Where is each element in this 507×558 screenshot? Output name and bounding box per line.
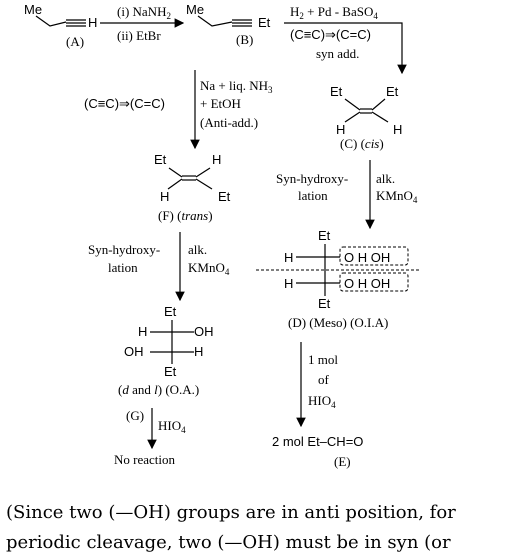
d-oh1-label: O H OH <box>344 250 390 265</box>
step1-reagent2: (ii) EtBr <box>117 28 161 43</box>
step5-arrow-group: Syn-hydroxy- lation alk. KMnO4 <box>88 232 230 302</box>
compound-b-label: (B) <box>236 32 253 47</box>
c-et2-label: Et <box>386 84 399 99</box>
compound-c-label: (C) (cis) <box>340 136 384 151</box>
step2-conversion: (C≡C)⇒(C=C) <box>290 27 371 42</box>
compound-a-label: (A) <box>66 34 84 49</box>
compound-e: 2 mol Et–CH=O (E) <box>272 434 363 469</box>
step4-right2: KMnO4 <box>376 188 418 205</box>
step3-reagent: Na + liq. NH3 <box>200 78 273 95</box>
step7-line2: of <box>318 372 330 387</box>
start-me-label: Me <box>24 2 42 17</box>
compound-f-label: (F) (trans) <box>158 208 213 223</box>
g-oh2-label: OH <box>124 344 144 359</box>
reaction-scheme: Me H (i) NaNH2 (ii) EtBr (A) Me Et (B) H… <box>24 2 420 469</box>
step7-arrow-group: 1 mol of HIO4 <box>296 342 338 428</box>
g-tag-label: (G) <box>126 408 144 423</box>
step4-left1: Syn-hydroxy- <box>276 171 348 186</box>
c-et1-label: Et <box>330 84 343 99</box>
step5-left1: Syn-hydroxy- <box>88 242 160 257</box>
step3-arrow-group: Na + liq. NH3 (C≡C)⇒(C=C) + EtOH (Anti-a… <box>84 70 273 150</box>
compound-d-label: (D) (Meso) (O.I.A) <box>288 315 388 330</box>
explanation-line-1: (Since two (—OH) groups are in anti posi… <box>6 502 456 523</box>
explanation-text: (Since two (—OH) groups are in anti posi… <box>6 498 506 558</box>
step2-mode: syn add. <box>316 46 359 61</box>
b-et-label: Et <box>258 15 271 30</box>
step2-arrow-group: H2 + Pd - BaSO4 (C≡C)⇒(C=C) syn add. <box>284 4 407 75</box>
compound-g-label: (d and l) (O.A.) <box>118 382 199 397</box>
g-et-bot: Et <box>164 364 177 379</box>
step7-line3: HIO4 <box>308 393 336 410</box>
explanation-line-2: periodic cleavage, two (—OH) must be in … <box>6 532 451 553</box>
step5-left2: lation <box>108 260 138 275</box>
c-h1-label: H <box>336 122 345 137</box>
f-h2-label: H <box>160 189 169 204</box>
step3-reagent2: + EtOH <box>200 96 241 111</box>
c-h2-label: H <box>393 122 402 137</box>
start-h-label: H <box>88 15 97 30</box>
f-h1-label: H <box>212 152 221 167</box>
step6-arrow-group: (G) HIO4 No reaction <box>114 408 186 467</box>
compound-c: Et Et H H (C) (cis) <box>330 84 402 151</box>
f-et2-label: Et <box>218 189 231 204</box>
d-h2-label: H <box>284 276 293 291</box>
g-oh1-label: OH <box>194 324 214 339</box>
b-me-label: Me <box>186 2 204 17</box>
step2-reagent: H2 + Pd - BaSO4 <box>290 4 378 21</box>
d-oh2-label: O H OH <box>344 276 390 291</box>
step3-conversion: (C≡C)⇒(C=C) <box>84 96 165 111</box>
d-et-bot: Et <box>318 296 331 311</box>
compound-g: Et H OH OH H Et (d and l) (O.A.) <box>118 304 214 397</box>
step3-mode: (Anti-add.) <box>200 115 258 130</box>
step4-right1: alk. <box>376 171 395 186</box>
step6-reagent: HIO4 <box>158 418 186 435</box>
step1-reagent1: (i) NaNH2 <box>117 4 171 21</box>
g-et-top: Et <box>164 304 177 319</box>
compound-e-label: (E) <box>334 454 351 469</box>
starting-alkyne: Me H <box>24 2 97 30</box>
step7-line1: 1 mol <box>308 352 338 367</box>
step5-right1: alk. <box>188 242 207 257</box>
g-h2-label: H <box>194 344 203 359</box>
d-et-top: Et <box>318 228 331 243</box>
compound-d: Et H O H OH H O H OH Et (D) (Meso) (O.I.… <box>256 228 420 330</box>
f-et1-label: Et <box>154 152 167 167</box>
e-product-label: 2 mol Et–CH=O <box>272 434 363 449</box>
step4-left2: lation <box>298 188 328 203</box>
d-h1-label: H <box>284 250 293 265</box>
step5-right2: KMnO4 <box>188 260 230 277</box>
step1-arrow-group: (i) NaNH2 (ii) EtBr (A) <box>66 4 185 49</box>
g-h1-label: H <box>138 324 147 339</box>
step4-arrow-group: Syn-hydroxy- lation alk. KMnO4 <box>276 160 418 230</box>
compound-b: Me Et (B) <box>186 2 271 47</box>
compound-f: Et H H Et (F) (trans) <box>154 152 231 223</box>
no-reaction-label: No reaction <box>114 452 176 467</box>
